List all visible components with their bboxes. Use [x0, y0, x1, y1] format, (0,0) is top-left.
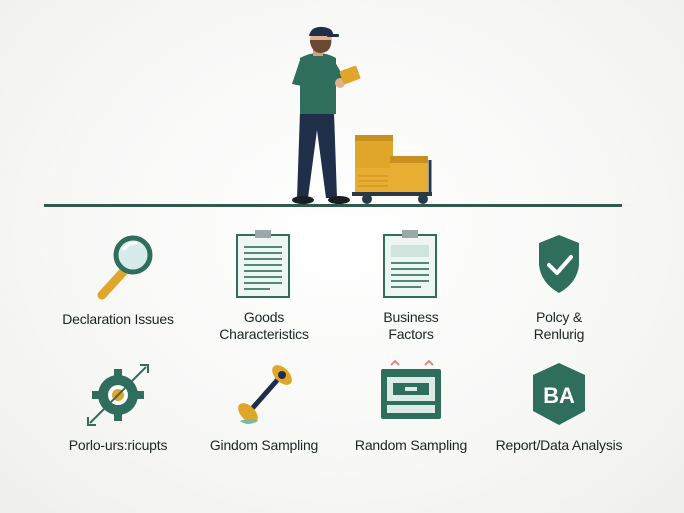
category-label: Polcy & Renlurig	[533, 309, 585, 342]
wrench-tool-icon	[238, 365, 292, 424]
ba-badge-icon: BA	[533, 363, 585, 425]
category-report-data-analysis: BA Report/Data Analysis	[484, 355, 634, 454]
category-profile: Porlo-urs:ricupts	[43, 355, 193, 454]
shield-check-icon	[539, 235, 579, 293]
worker-illustration	[292, 26, 432, 204]
category-gindom-sampling: Gindom Sampling	[189, 355, 339, 454]
document-icon	[236, 230, 290, 298]
cart-icon	[352, 135, 432, 204]
category-declaration-issues: Declaration Issues	[43, 227, 193, 328]
category-goods-characteristics: Goods Characteristics	[189, 227, 339, 343]
gear-arrows-icon	[87, 364, 149, 426]
category-label: Report/Data Analysis	[495, 437, 623, 453]
category-label: Goods Characteristics	[219, 309, 309, 342]
category-label: Gindom Sampling	[209, 437, 319, 453]
category-label: Porlo-urs:ricupts	[68, 437, 168, 453]
cabinet-icon	[381, 359, 441, 419]
warehouse-scene	[0, 0, 684, 215]
floor-line	[36, 204, 632, 207]
category-label: Random Sampling	[354, 437, 468, 453]
category-label: Business Factors	[383, 309, 439, 342]
category-grid: Declaration Issues Goods Characteristics	[0, 225, 684, 465]
category-policy: Polcy & Renlurig	[484, 227, 634, 343]
person-icon	[292, 26, 361, 204]
clipboard-icon	[383, 230, 437, 298]
category-random-sampling: Random Sampling	[336, 355, 486, 454]
category-label: Declaration Issues	[62, 311, 174, 327]
category-business-factors: Business Factors	[336, 227, 486, 343]
magnifying-glass-icon	[97, 235, 153, 300]
badge-text: BA	[543, 383, 575, 408]
